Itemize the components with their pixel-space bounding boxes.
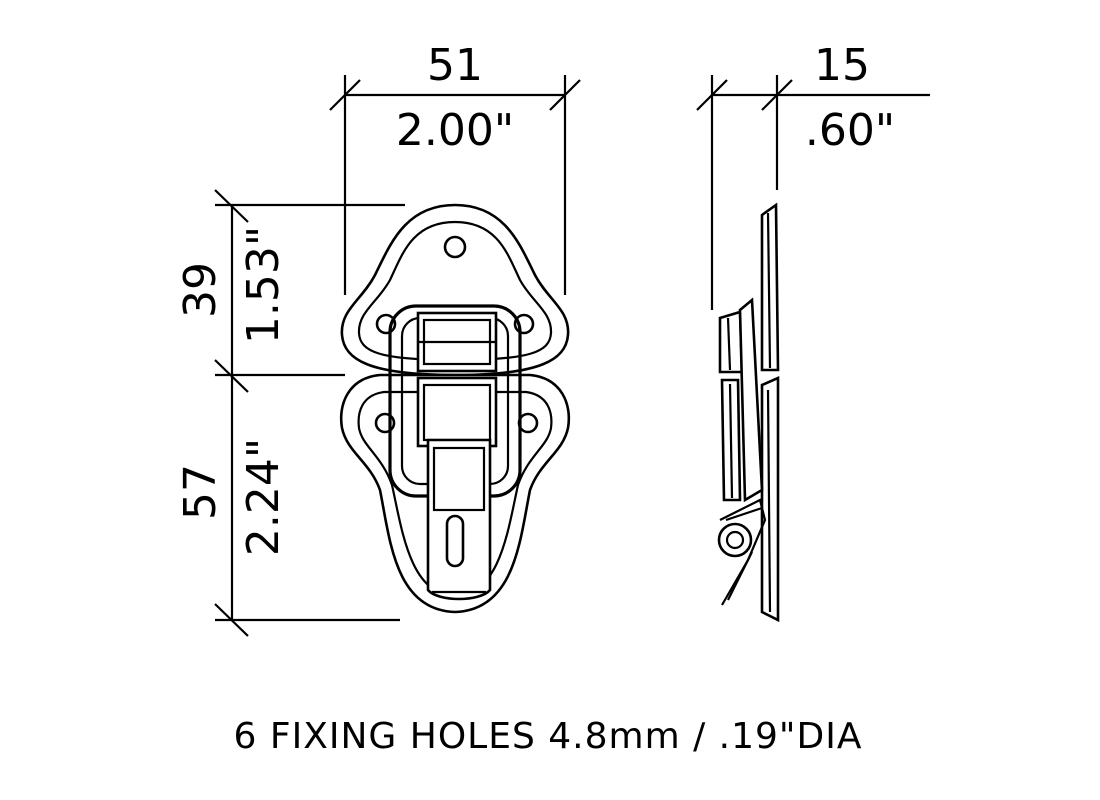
fixing-holes-note: 6 FIXING HOLES 4.8mm / .19"DIA bbox=[234, 716, 863, 757]
tick-mark bbox=[214, 603, 249, 637]
depth-dimension: 15 .60" bbox=[696, 40, 930, 310]
lower-height-in-label: 2.24" bbox=[238, 438, 289, 556]
depth-mm-label: 15 bbox=[814, 40, 870, 91]
lower-height-mm-label: 57 bbox=[175, 464, 226, 520]
latch-side-view bbox=[717, 202, 780, 623]
upper-height-in-label: 1.53" bbox=[238, 226, 289, 344]
tick-mark bbox=[549, 79, 581, 111]
lever-side bbox=[738, 297, 764, 503]
tick-mark bbox=[214, 189, 249, 223]
latch-front-view bbox=[339, 203, 571, 614]
hinge-pin bbox=[717, 522, 753, 558]
lever-block bbox=[416, 376, 498, 448]
upper-height-dimension: 39 1.53" bbox=[175, 189, 405, 393]
tick-mark bbox=[329, 79, 361, 111]
upper-height-mm-label: 39 bbox=[175, 262, 226, 318]
catch-clip-side bbox=[718, 310, 744, 374]
depth-in-label: .60" bbox=[805, 105, 895, 156]
width-mm-label: 51 bbox=[427, 40, 483, 91]
fixing-hole bbox=[517, 412, 539, 434]
tick-mark bbox=[761, 79, 793, 111]
fixing-hole bbox=[443, 235, 467, 259]
lower-height-dimension: 57 2.24" bbox=[175, 375, 400, 637]
lever-slot bbox=[445, 514, 465, 568]
width-dimension: 51 2.00" bbox=[329, 40, 581, 295]
tick-mark bbox=[696, 79, 728, 111]
width-in-label: 2.00" bbox=[396, 105, 514, 156]
